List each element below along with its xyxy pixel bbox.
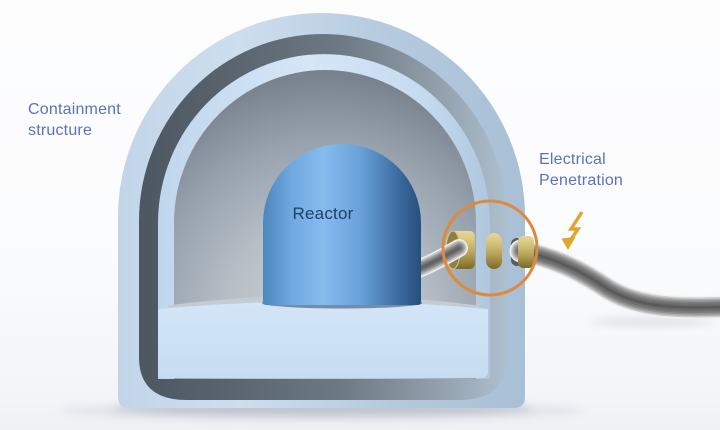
containment-structure-label: Containment structure [28, 101, 121, 139]
reactor-vessel [262, 144, 422, 309]
lightning-bolt-icon [561, 211, 584, 250]
foundation-slab [158, 301, 488, 378]
penetration-outer-fitting [518, 236, 534, 268]
electrical-penetration-label: Electrical Penetration [539, 151, 624, 189]
cable-outside [509, 239, 720, 320]
reactor-label: Reactor [292, 204, 354, 223]
highlight-circle [441, 199, 539, 297]
penetration-middle-disc [486, 233, 502, 269]
